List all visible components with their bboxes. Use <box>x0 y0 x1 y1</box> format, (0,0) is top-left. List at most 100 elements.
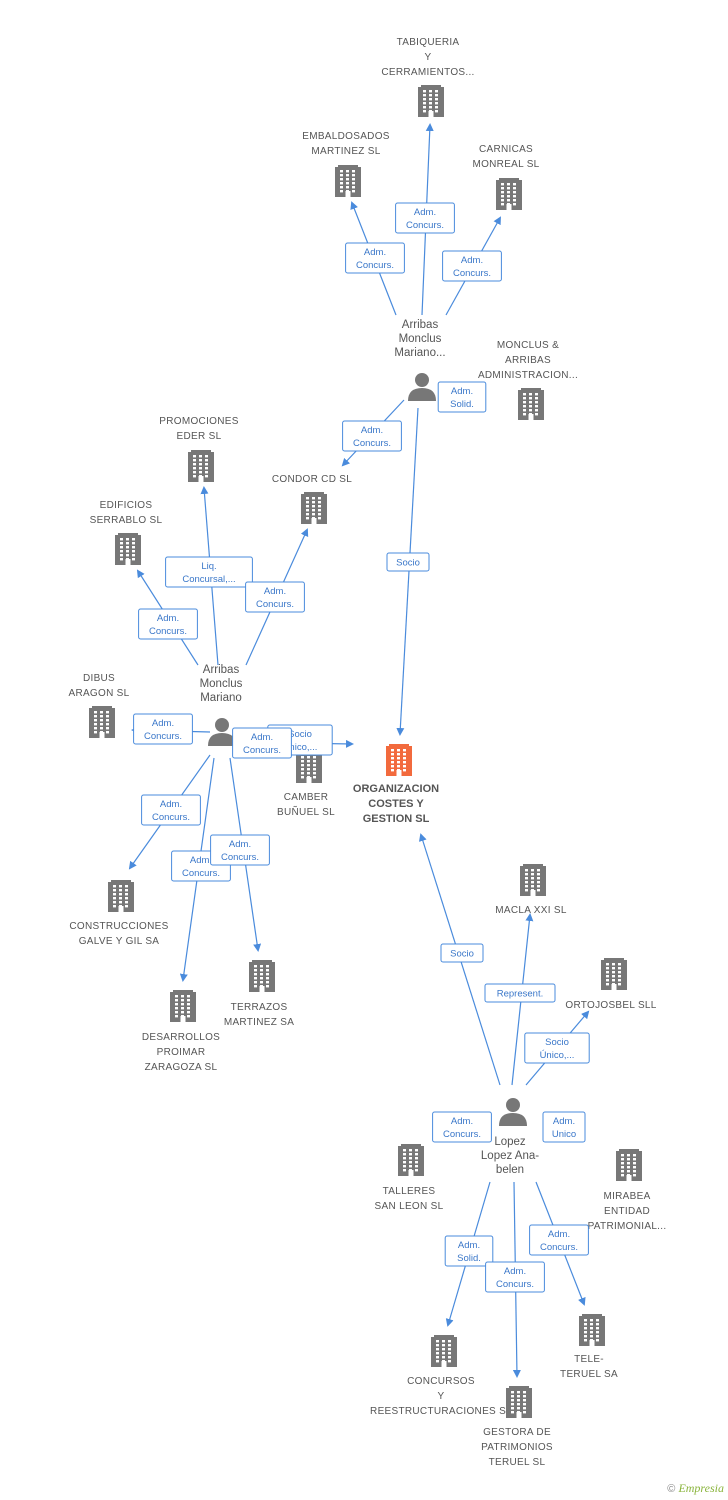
node-condor[interactable]: CONDOR CD SL <box>272 474 352 524</box>
node-teleteruel[interactable]: TELE-TERUEL SA <box>560 1314 618 1380</box>
edge-label-text: Concurs. <box>356 260 394 271</box>
edges-layer <box>128 123 590 1378</box>
node-label-line: Arribas <box>203 664 240 676</box>
node-label-line: BUÑUEL SL <box>277 805 335 818</box>
node-embaldosados[interactable]: EMBALDOSADOS MARTINEZ SL <box>302 131 390 197</box>
edge-label-text: Adm. <box>461 255 483 266</box>
building-icon <box>616 1149 642 1181</box>
node-label-line: ADMINISTRACION... <box>478 370 578 381</box>
edge-label-arribas2-condor[interactable]: Adm.Concurs. <box>245 581 305 613</box>
node-label-line: TERUEL SL <box>489 1457 546 1468</box>
node-label-line: Mariano... <box>394 347 445 359</box>
edge-label-lopez-mirabea[interactable]: Adm.Unico <box>542 1111 586 1143</box>
edge-label-text: Adm. <box>160 799 182 810</box>
edge-label-text: Adm. <box>504 1266 526 1277</box>
node-label-line: ZARAGOZA SL <box>145 1062 218 1073</box>
node-ortojosbel[interactable]: ORTOJOSBEL SLL <box>565 958 656 1011</box>
edge-label-arribas2-camber[interactable]: Adm.Concurs. <box>232 727 292 759</box>
node-mirabea[interactable]: MIRABEAENTIDADPATRIMONIAL... <box>588 1149 667 1232</box>
edge-label-lopez-talleres[interactable]: Adm.Concurs. <box>432 1111 492 1143</box>
node-label-line: ENTIDAD <box>604 1206 650 1217</box>
node-label-line: GALVE Y GIL SA <box>79 936 160 947</box>
edge-label-lopez-organizacion[interactable]: Socio <box>440 943 484 963</box>
node-label-line: MARTINEZ SL <box>311 146 380 157</box>
edge-label-box <box>542 1111 586 1143</box>
footer-brand: © Empresia <box>667 1481 724 1496</box>
building-icon <box>170 990 196 1022</box>
edge-label-arribas1-condor[interactable]: Adm.Concurs. <box>342 420 402 452</box>
edge-label-arribas2-promociones[interactable]: Liq.Concursal,... <box>165 556 253 588</box>
brand-logo: Empresia <box>678 1481 724 1495</box>
node-label-line: PATRIMONIOS <box>481 1442 553 1453</box>
edge-label-text: Concurs. <box>443 1129 481 1140</box>
building-icon <box>188 450 214 482</box>
node-monclus[interactable]: MONCLUS &ARRIBASADMINISTRACION... <box>478 340 578 420</box>
edge-label-text: Adm. <box>451 386 473 397</box>
building-icon <box>115 533 141 565</box>
edge-label-arribas2-construcciones[interactable]: Adm. Concurs. <box>141 794 201 826</box>
edge-label-text: Concurs. <box>406 220 444 231</box>
edge-labels-layer: Adm. Concurs. Adm. Concurs. Adm. Concurs. Adm.… <box>133 202 590 1293</box>
edge-label-box <box>342 420 402 452</box>
node-label-line: DIBUS <box>83 673 115 684</box>
node-label-line: Monclus <box>200 678 243 690</box>
node-label-line: EMBALDOSADOS <box>302 131 390 142</box>
edge-label-arribas1-tabiqueria[interactable]: Adm. Concurs. <box>395 202 455 234</box>
edge-label-text: Socio <box>396 558 420 569</box>
edge-label-text: Adm. <box>229 839 251 850</box>
edge-label-box <box>432 1111 492 1143</box>
edge-label-text: Adm. <box>414 207 436 218</box>
node-macla[interactable]: MACLA XXI SL <box>495 864 567 916</box>
node-label-line: TERRAZOS <box>231 1002 288 1013</box>
edge-label-text: Concurs. <box>152 812 190 823</box>
edge-label-text: Adm. <box>548 1229 570 1240</box>
edge-label-box <box>442 250 502 282</box>
building-icon <box>301 492 327 524</box>
edge-label-lopez-macla[interactable]: Represent. <box>484 983 556 1003</box>
edge-label-arribas1-carnicas[interactable]: Adm.Concurs. <box>442 250 502 282</box>
node-label-line: belen <box>496 1164 524 1176</box>
building-icon <box>418 85 444 117</box>
edge-label-arribas2-edificios[interactable]: Adm.Concurs. <box>138 608 198 640</box>
edge-label-lopez-gestora[interactable]: Adm. Concurs. <box>485 1261 545 1293</box>
edge-label-arribas2-dibus[interactable]: Adm.Concurs. <box>133 713 193 745</box>
edge-label-lopez-teleteruel[interactable]: Adm.Concurs. <box>529 1224 589 1256</box>
building-icon <box>89 706 115 738</box>
node-label-line: Mariano <box>200 692 242 704</box>
building-icon <box>431 1335 457 1367</box>
node-label-line: REESTRUCTURACIONES SL <box>370 1406 512 1417</box>
edge-label-text: Adm. <box>553 1116 575 1127</box>
edge-label-text: Concurs. <box>256 599 294 610</box>
node-label-line: Monclus <box>399 333 442 345</box>
edge-label-arribas2-terrazos[interactable]: Adm.Concurs. <box>210 834 270 866</box>
edge-label-text: Concurs. <box>496 1279 534 1290</box>
edge-label-lopez-concursos[interactable]: Adm.Solid. <box>444 1235 494 1267</box>
edge-label-lopez-ortojosbel[interactable]: SocioÚnico,... <box>524 1032 590 1064</box>
edge-label-text: Único,... <box>283 742 318 753</box>
edge-label-box <box>529 1224 589 1256</box>
building-icon <box>579 1314 605 1346</box>
edge-label-arribas1-monclus[interactable]: Adm.Solid. <box>437 381 487 413</box>
node-label-line: ARRIBAS <box>505 355 551 366</box>
edge-label-arribas1-embaldosados[interactable]: Adm.Concurs. <box>345 242 405 274</box>
edge-label-text: Adm. <box>190 855 212 866</box>
node-arribas1[interactable]: ArribasMonclusMariano... <box>394 319 446 401</box>
edge-label-box <box>133 713 193 745</box>
edge-label-arribas1-organizacion[interactable]: Socio <box>386 552 430 572</box>
node-label-line: TERUEL SA <box>560 1369 618 1380</box>
node-tabiqueria[interactable]: TABIQUERIAYCERRAMIENTOS... <box>381 37 474 117</box>
